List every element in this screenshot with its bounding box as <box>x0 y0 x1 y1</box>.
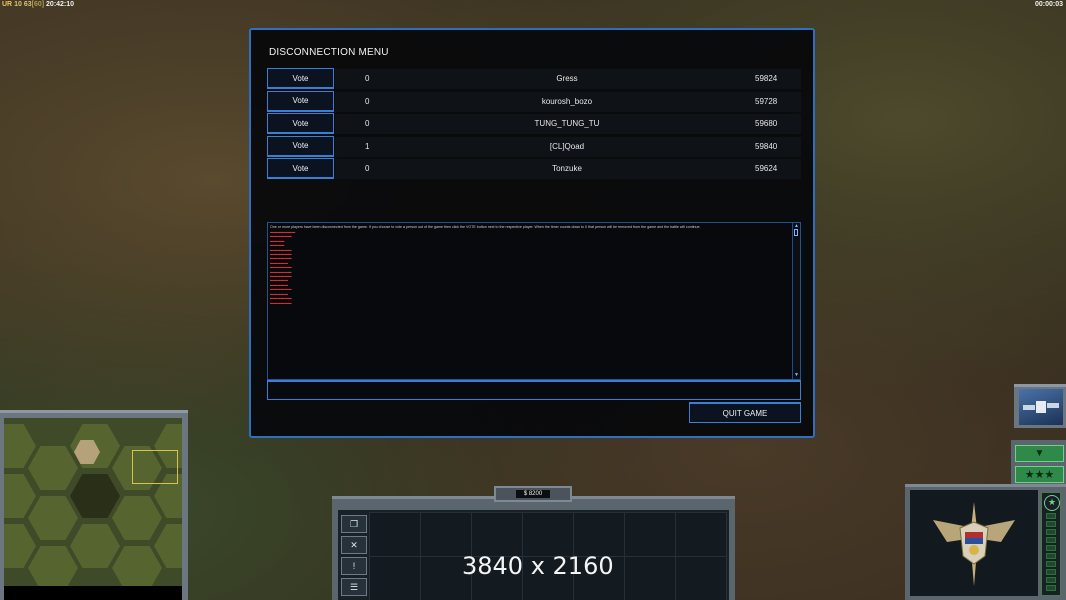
player-row: Vote 0 TUNG_TUNG_TU 59680 <box>267 113 801 136</box>
money-amount: $ 8200 <box>515 490 551 498</box>
player-row: Vote 0 Gress 59824 <box>267 68 801 91</box>
player-name: TUNG_TUNG_TU <box>534 119 600 128</box>
vote-count: 0 <box>365 119 370 128</box>
player-row: Vote 0 kourosh_bozo 59728 <box>267 90 801 114</box>
hud-status: UR 10 63[60] 20:42:10 <box>2 0 74 9</box>
arrow-down-icon[interactable]: ▼ <box>1015 445 1064 462</box>
vote-button[interactable]: Vote <box>267 68 334 89</box>
power-meter: ★ <box>1041 492 1061 596</box>
vote-count: 0 <box>365 74 370 83</box>
player-name: Gress <box>556 74 578 83</box>
money-display: $ 8200 <box>494 486 572 502</box>
vote-button[interactable]: Vote <box>267 135 334 157</box>
vote-button[interactable]: Vote <box>267 158 334 179</box>
star-icon: ★ <box>1044 495 1060 511</box>
player-row: Vote 1 [CL]Qoad 59840 <box>267 135 801 159</box>
scroll-thumb[interactable] <box>794 229 798 236</box>
player-value: 59680 <box>755 119 778 128</box>
player-row: Vote 0 Tonzuke 59624 <box>267 158 801 181</box>
wrench-icon[interactable]: ✕ <box>341 536 367 554</box>
minimap-bottom <box>4 586 182 600</box>
player-value: 59624 <box>755 164 778 173</box>
hud-ur: UR <box>2 1 13 8</box>
player-name: Tonzuke <box>552 164 582 173</box>
resolution-label: 3840 x 2160 <box>462 552 614 580</box>
command-grid[interactable] <box>369 512 727 600</box>
disconnect-message: One or more players have been disconnect… <box>270 225 701 229</box>
vote-count: 0 <box>365 96 370 106</box>
satellite-icon[interactable] <box>1019 389 1063 425</box>
player-name: [CL]Qoad <box>549 141 585 151</box>
player-value: 59840 <box>755 141 778 151</box>
player-name: kourosh_bozo <box>541 96 593 106</box>
hud-cap: [60] <box>31 1 45 8</box>
vote-count: 1 <box>365 141 370 151</box>
vote-button[interactable]: Vote <box>267 113 334 134</box>
vote-count: 0 <box>365 164 370 173</box>
hud-clock: 20:42:10 <box>46 1 75 8</box>
select-units-icon[interactable]: ❐ <box>341 515 367 533</box>
minimap[interactable] <box>4 418 182 586</box>
player-list: Vote 0 Gress 59824 Vote 0 kourosh_bozo 5… <box>267 68 801 181</box>
match-timer: 00:00:03 <box>1034 1 1063 8</box>
player-base-marker <box>74 440 100 464</box>
quit-game-button[interactable]: QUIT GAME <box>689 402 801 423</box>
alert-icon[interactable]: ! <box>341 557 367 575</box>
player-value: 59824 <box>755 74 778 83</box>
log-scrollbar[interactable]: ▲ ▼ <box>792 223 800 379</box>
hud-level: 10 <box>14 1 22 8</box>
player-value: 59728 <box>755 96 778 106</box>
disconnection-menu: DISCONNECTION MENU Vote 0 Gress 59824 Vo… <box>249 28 815 438</box>
options-icon[interactable]: ☰ <box>341 578 367 596</box>
scroll-up-icon[interactable]: ▲ <box>794 223 799 229</box>
scroll-down-icon[interactable]: ▼ <box>794 372 799 378</box>
general-emblem-icon[interactable] <box>925 498 1023 590</box>
vote-button[interactable]: Vote <box>267 90 334 112</box>
camera-view-box[interactable] <box>132 450 178 484</box>
log-lines: ▬▬▬▬▬▬▬▬▬▬▬▬▬▬▬▬▬▬▬▬▬▬▬▬▬▬▬▬▬▬▬▬▬▬▬▬▬▬▬▬… <box>270 230 296 305</box>
chat-input[interactable] <box>267 380 801 400</box>
disconnect-log[interactable]: One or more players have been disconnect… <box>267 222 801 380</box>
hud-units: 63 <box>23 1 32 8</box>
menu-title: DISCONNECTION MENU <box>269 47 389 58</box>
rank-stars-icon[interactable]: ★★★ <box>1015 466 1064 483</box>
